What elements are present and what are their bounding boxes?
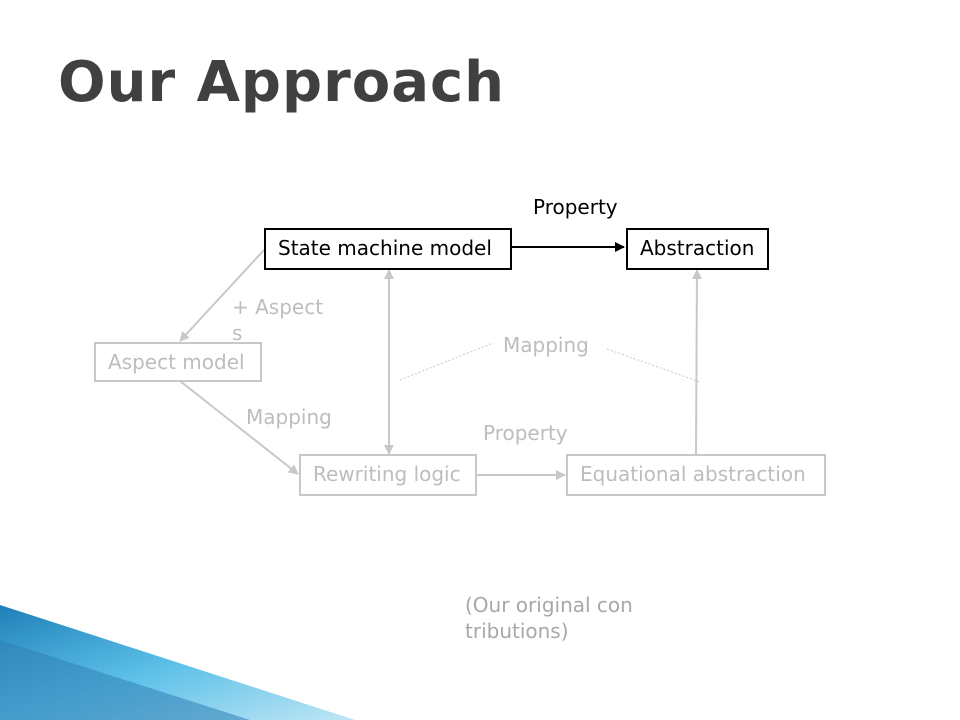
node-abstraction: Abstraction [626,228,769,270]
dotted-mapping-right [606,348,701,383]
node-equational-abstraction: Equational abstraction [566,454,826,496]
label-mapping-middle: Mapping [503,333,589,357]
node-state-machine-model: State machine model [264,228,512,270]
dotted-mapping-left [399,342,494,381]
label-property-top: Property [533,195,618,219]
arrow-aspect-to-rewriting [179,380,299,475]
label-aspects: + Aspects [232,295,324,345]
node-aspect-model: Aspect model [94,342,262,382]
arrow-equational-to-abstraction [691,269,702,455]
footnote-contributions: (Our original contributions) [465,593,633,643]
arrow-state-to-aspect [179,249,265,342]
slide-title: Our Approach [58,50,506,115]
label-mapping-left: Mapping [246,405,332,429]
label-property-bottom: Property [483,421,568,445]
node-rewriting-logic: Rewriting logic [299,454,477,496]
